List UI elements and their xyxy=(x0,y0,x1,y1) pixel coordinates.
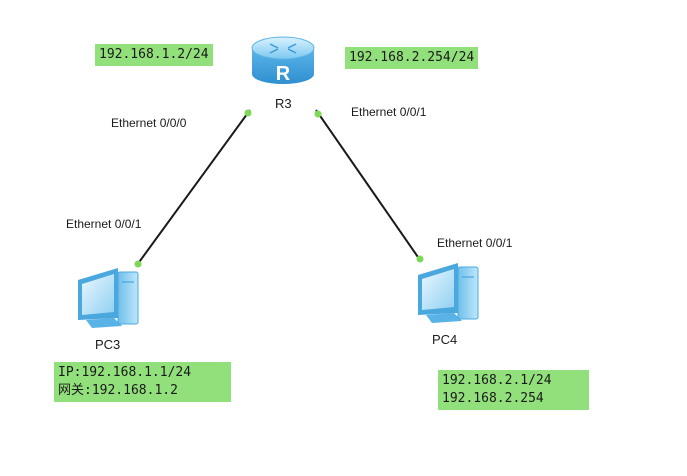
interface-label-r3-e001: Ethernet 0/0/1 xyxy=(351,105,427,119)
router-icon[interactable]: R xyxy=(251,36,315,85)
port-dot-r3-e000 xyxy=(244,109,252,117)
gateway-text: 网关:192.168.1.2 xyxy=(58,383,178,398)
interface-label-pc4: Ethernet 0/0/1 xyxy=(437,236,513,250)
device-label-pc3: PC3 xyxy=(95,337,121,352)
pc-icon[interactable] xyxy=(78,268,139,328)
gateway-text: 192.168.2.254 xyxy=(442,391,544,406)
interface-label-r3-e000: Ethernet 0/0/0 xyxy=(111,116,187,130)
device-label-pc4: PC4 xyxy=(432,332,458,347)
ip-note-r3-left: 192.168.1.2/24 xyxy=(95,44,213,66)
link-r3-pc4[interactable] xyxy=(315,109,421,261)
interface-label-pc3: Ethernet 0/0/1 xyxy=(66,217,142,231)
ip-note-pc4: 192.168.2.1/24 192.168.2.254 xyxy=(438,370,589,410)
ip-text: 192.168.1.2/24 xyxy=(99,47,209,62)
ip-text: 192.168.2.1/24 xyxy=(442,373,552,388)
port-dot-pc3 xyxy=(134,260,142,268)
router-letter: R xyxy=(276,63,291,85)
pc-icon[interactable] xyxy=(418,263,479,323)
ip-note-pc3: IP:192.168.1.1/24 网关:192.168.1.2 xyxy=(54,362,231,402)
ip-note-r3-right: 192.168.2.254/24 xyxy=(345,47,479,69)
ip-text: 192.168.2.254/24 xyxy=(349,50,475,65)
device-label-r3: R3 xyxy=(275,96,292,111)
port-dot-r3-e001 xyxy=(314,110,322,118)
link-r3-pc3[interactable] xyxy=(136,109,251,266)
ip-text: IP:192.168.1.1/24 xyxy=(58,365,192,380)
port-dot-pc4 xyxy=(416,255,424,263)
